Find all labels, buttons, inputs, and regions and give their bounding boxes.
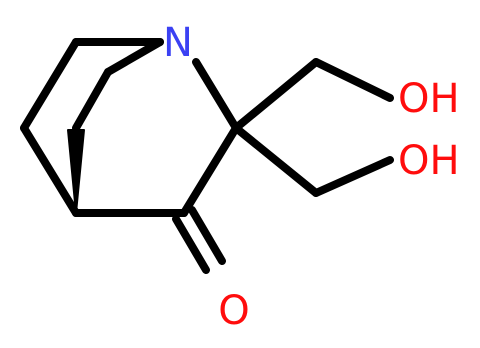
bond-c3-c4 bbox=[72, 68, 112, 132]
bond-ch2-oh-top bbox=[312, 58, 394, 102]
carbonyl-double-bond bbox=[172, 206, 226, 274]
hydroxyl-top-label: OH bbox=[398, 76, 460, 122]
carbonyl-oxygen-label: O bbox=[218, 288, 249, 334]
bond-cq-carbonyl bbox=[180, 124, 240, 217]
bond-c2-bridgehead bbox=[20, 124, 80, 217]
bond-carbonyl-o-1 bbox=[172, 215, 210, 274]
bond-n-c3 bbox=[104, 38, 164, 76]
nitrogen-atom-label: N bbox=[163, 20, 193, 66]
bond-cq-ch2-bottom bbox=[232, 124, 320, 197]
wedge-bond bbox=[67, 129, 85, 214]
bond-cq-ch2-top bbox=[232, 58, 320, 132]
cage-bonds bbox=[20, 38, 240, 217]
bond-carbonyl-o-2 bbox=[188, 206, 226, 265]
bond-c1-c2 bbox=[20, 38, 80, 132]
bond-ch2-oh-bottom bbox=[312, 156, 394, 197]
bond-n-cq bbox=[192, 58, 240, 132]
hydroxymethyl-bonds bbox=[232, 58, 394, 197]
hydroxyl-bottom-label: OH bbox=[398, 138, 460, 184]
